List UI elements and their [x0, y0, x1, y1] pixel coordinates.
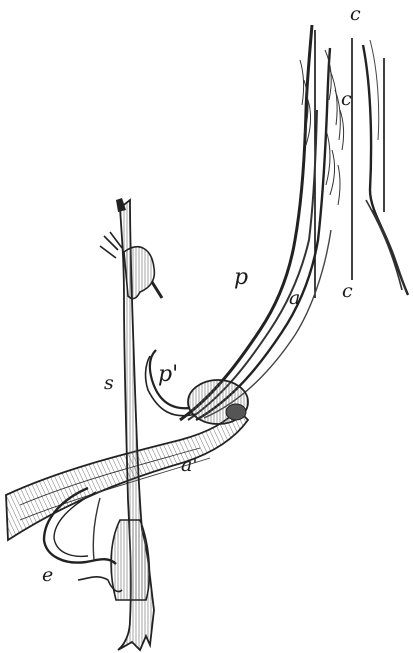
label-a: a: [289, 289, 300, 308]
label-a-prime: a': [181, 456, 198, 475]
label-c-top: c: [350, 5, 361, 24]
lower-ganglion: [111, 520, 149, 600]
ganglion-swelling: [188, 380, 248, 424]
label-e: e: [42, 566, 53, 585]
label-p-prime: p': [158, 364, 178, 386]
label-c-middle: c: [341, 90, 352, 109]
nerve-bundle-p: [180, 25, 331, 420]
label-s: s: [104, 374, 114, 393]
label-c-bottom: c: [342, 282, 353, 301]
label-p: p: [234, 267, 248, 289]
right-branch: [363, 40, 408, 295]
